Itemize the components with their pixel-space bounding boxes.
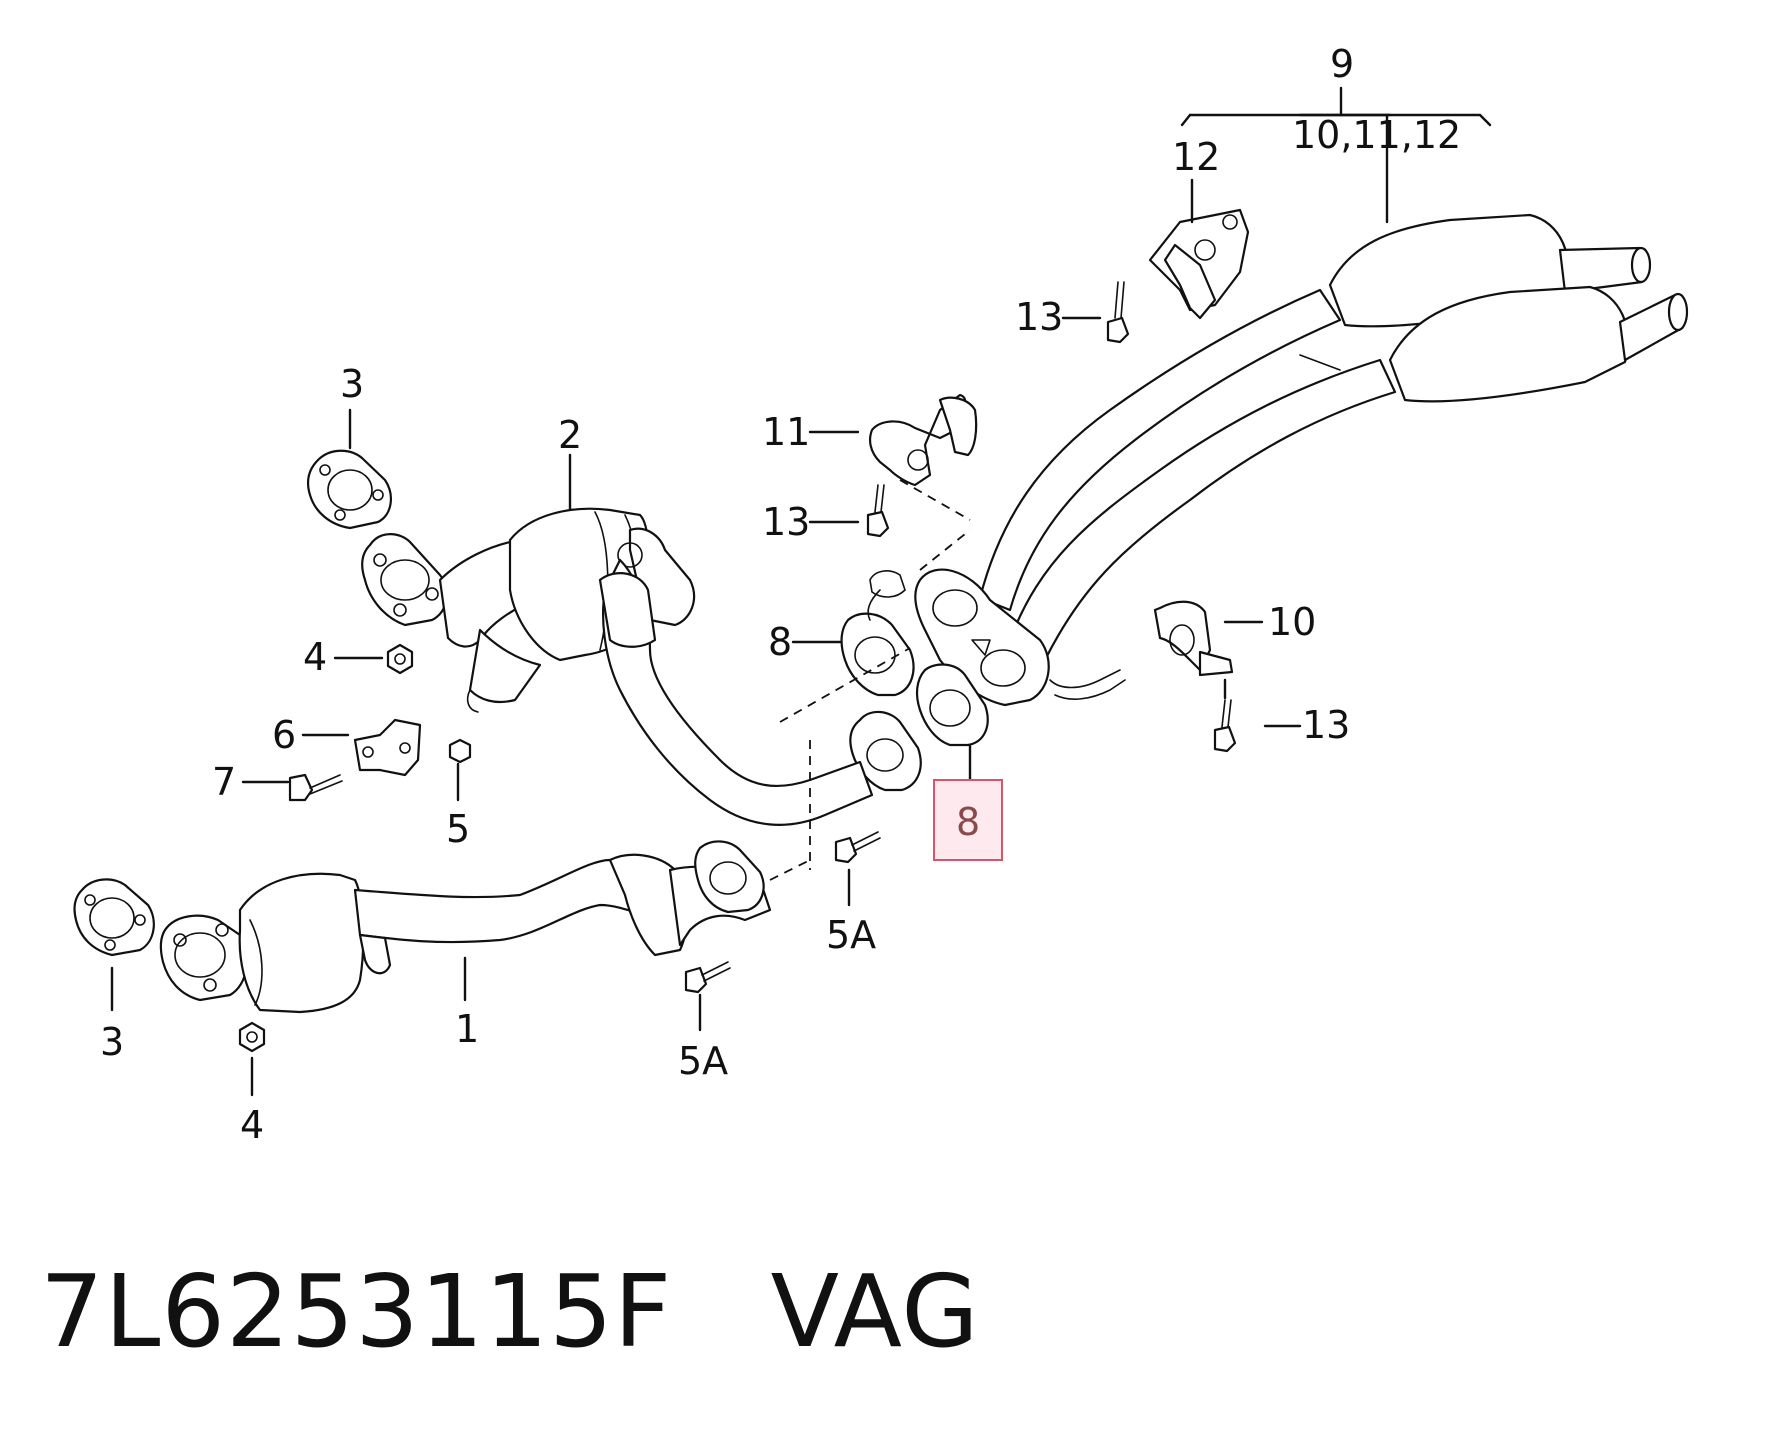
label-1: 1 bbox=[455, 1007, 479, 1051]
label-7: 7 bbox=[212, 760, 236, 804]
label-3-upper: 3 bbox=[340, 362, 364, 406]
label-4-upper: 4 bbox=[303, 635, 327, 679]
label-5a-upper: 5A bbox=[826, 913, 876, 957]
front-catalytic-converter-1 bbox=[159, 840, 772, 1014]
highlight-box bbox=[933, 779, 1003, 861]
label-8-gasket: 8 bbox=[768, 620, 792, 664]
label-6: 6 bbox=[272, 713, 296, 757]
exhaust-bracket-11 bbox=[869, 393, 978, 487]
flange-gaskets-8 bbox=[840, 568, 1126, 792]
label-3-lower: 3 bbox=[100, 1020, 124, 1064]
label-4-lower: 4 bbox=[240, 1103, 264, 1147]
assembly-dashed-lines bbox=[769, 479, 971, 881]
gasket-3-lower bbox=[73, 878, 155, 957]
rubber-mount-10 bbox=[1153, 600, 1234, 677]
exhaust-hanger-12 bbox=[1148, 208, 1250, 320]
fasteners bbox=[238, 281, 1237, 1053]
front-pipe-2 bbox=[598, 558, 874, 826]
label-5: 5 bbox=[446, 807, 470, 851]
gasket-3-upper bbox=[307, 449, 392, 530]
label-2: 2 bbox=[558, 413, 582, 457]
label-10-11-12: 10,11,12 bbox=[1292, 113, 1461, 157]
rear-catalytic-converters bbox=[978, 213, 1689, 662]
label-13-hanger: 13 bbox=[1015, 295, 1063, 339]
leader-lines bbox=[110, 86, 1492, 1097]
label-11: 11 bbox=[762, 410, 810, 454]
label-8-highlighted: 8 bbox=[956, 800, 980, 844]
label-13-mount: 13 bbox=[1302, 703, 1350, 747]
label-5a-lower: 5A bbox=[678, 1039, 728, 1083]
label-10: 10 bbox=[1268, 600, 1316, 644]
label-12: 12 bbox=[1172, 135, 1220, 179]
label-13-bracket: 13 bbox=[762, 500, 810, 544]
part-number-caption: 7L6253115F VAG bbox=[40, 1253, 980, 1370]
callout-labels: 9 10,11,12 12 13 11 13 3 2 4 6 7 5 8 8 1… bbox=[100, 42, 1461, 1147]
label-9: 9 bbox=[1330, 42, 1354, 86]
